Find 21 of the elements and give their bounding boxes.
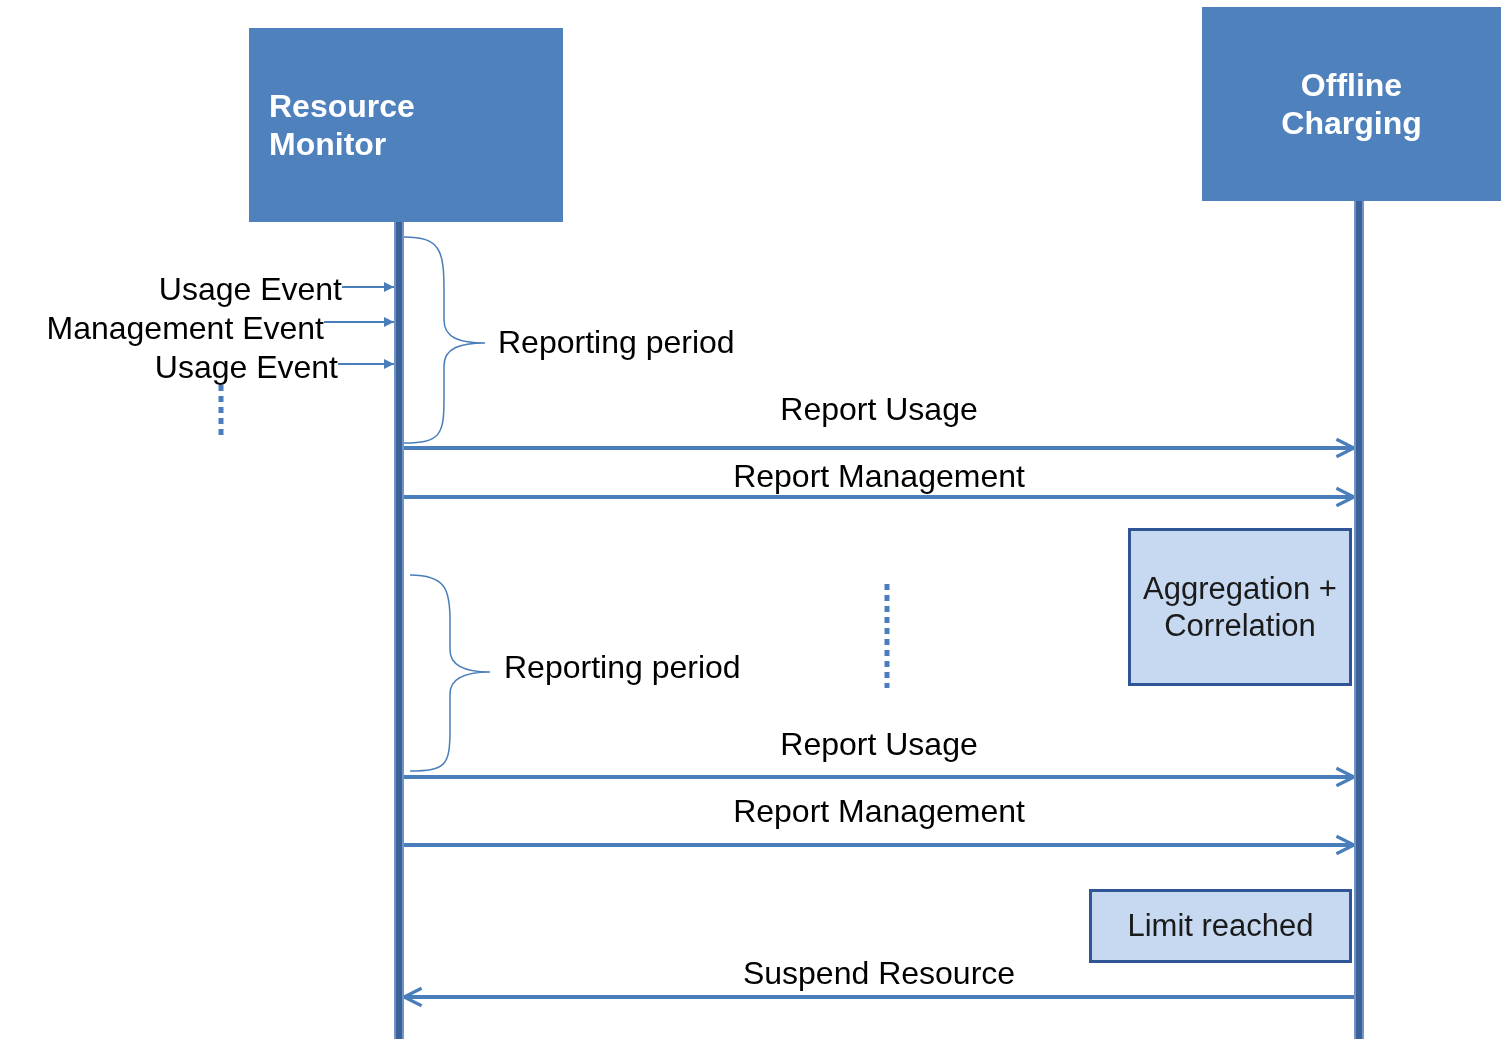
activity-box xyxy=(1089,889,1352,963)
arrow xyxy=(402,986,1354,1008)
participant-box xyxy=(249,28,563,222)
participant-box xyxy=(1202,7,1501,201)
arrow xyxy=(404,766,1356,788)
activity-text: Aggregation + Correlation xyxy=(1142,569,1338,645)
event-label: Usage Event xyxy=(120,270,342,308)
arrow xyxy=(337,359,395,369)
event-label: Management Event xyxy=(6,309,324,347)
lifeline xyxy=(1354,201,1364,1039)
event-label: Usage Event xyxy=(120,348,338,386)
arrow xyxy=(404,834,1356,856)
participant-title: Resource Monitor xyxy=(269,86,416,164)
participant-title: Offline Charging xyxy=(1280,65,1423,143)
lifeline xyxy=(394,222,404,1039)
activity-box xyxy=(1128,528,1352,686)
arrow xyxy=(404,437,1356,459)
arrow xyxy=(404,486,1356,508)
arrow xyxy=(341,282,395,292)
activity-text: Limit reached xyxy=(1127,907,1314,945)
arrow xyxy=(323,317,395,327)
